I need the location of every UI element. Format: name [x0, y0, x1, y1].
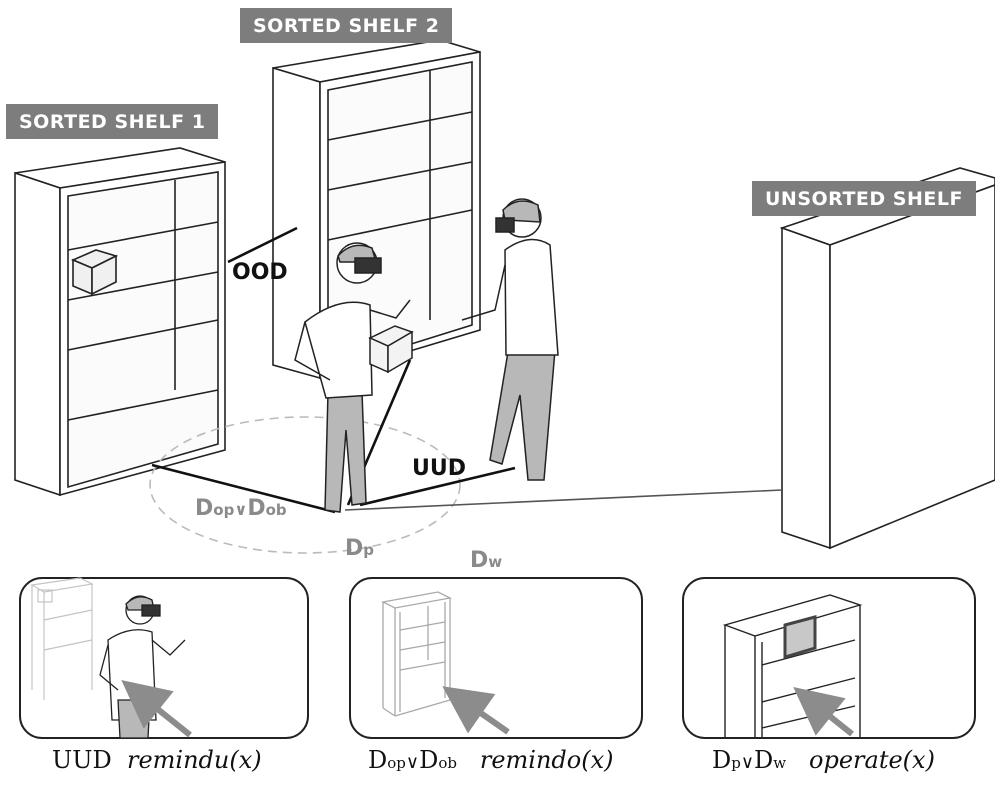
sorted-shelf-1-label: SORTED SHELF 1 — [19, 111, 206, 133]
box-on-shelf-1 — [70, 249, 119, 296]
unsorted-shelf-label: UNSORTED SHELF — [765, 188, 963, 210]
caption-dw-base: D — [754, 746, 774, 774]
caption-dop-action: remindo(x) — [479, 746, 614, 774]
caption-d2-sub: ob — [438, 754, 457, 772]
caption-d1-base: D — [368, 746, 388, 774]
dw-sub: w — [488, 553, 503, 571]
unsorted-shelf — [779, 167, 995, 550]
caption-or-2: ∨ — [740, 752, 755, 773]
panel-dop-dob — [349, 577, 643, 739]
dp-range-ellipse — [149, 416, 461, 554]
uud-line — [359, 466, 516, 507]
d-ob-sub: ob — [265, 501, 287, 519]
caption-d1-sub: op — [387, 754, 406, 772]
d-op-sub: op — [213, 501, 235, 519]
caption-uud: UUD remindu(x) — [52, 746, 262, 774]
uud-label: UUD — [412, 456, 466, 481]
caption-dp-sub: p — [731, 754, 741, 772]
caption-or: ∨ — [405, 752, 420, 773]
caption-uud-action: remindu(x) — [126, 746, 262, 774]
or-symbol: ∨ — [234, 500, 248, 519]
d-ob-base: D — [247, 496, 266, 521]
caption-dop-dob: Dop∨Dob remindo(x) — [368, 746, 614, 774]
dop-line — [151, 463, 336, 514]
caption-dp-dw: Dp∨Dw operate(x) — [712, 746, 935, 774]
dop-or-dob-label: Dop∨Dob — [195, 496, 287, 521]
panel-uud — [19, 577, 309, 739]
caption-uud-condition: UUD — [52, 746, 112, 774]
dw-line — [344, 489, 783, 511]
sorted-shelf-2-label: SORTED SHELF 2 — [253, 15, 440, 37]
sorted-shelf-2-tag: SORTED SHELF 2 — [240, 8, 453, 43]
operator-person — [294, 242, 411, 513]
dw-base: D — [470, 548, 489, 573]
dp-base: D — [345, 536, 364, 561]
dw-label: Dw — [470, 548, 502, 573]
caption-d2-base: D — [419, 746, 439, 774]
sorted-shelf-1-tag: SORTED SHELF 1 — [6, 104, 219, 139]
ood-label: OOD — [232, 260, 288, 285]
panel-dp-dw — [682, 577, 976, 739]
sorted-shelf-2 — [272, 39, 481, 380]
caption-dp-base: D — [712, 746, 732, 774]
ood-line — [227, 226, 298, 264]
caption-dp-action: operate(x) — [809, 746, 935, 774]
sorted-shelf-1 — [14, 147, 226, 497]
carried-box — [368, 325, 414, 374]
dp-sub: p — [363, 541, 375, 559]
d-op-base: D — [195, 496, 214, 521]
unsorted-shelf-tag: UNSORTED SHELF — [752, 181, 976, 216]
dp-label: Dp — [345, 536, 374, 561]
caption-dw-sub: w — [773, 754, 787, 772]
unknown-user-person — [461, 198, 559, 481]
